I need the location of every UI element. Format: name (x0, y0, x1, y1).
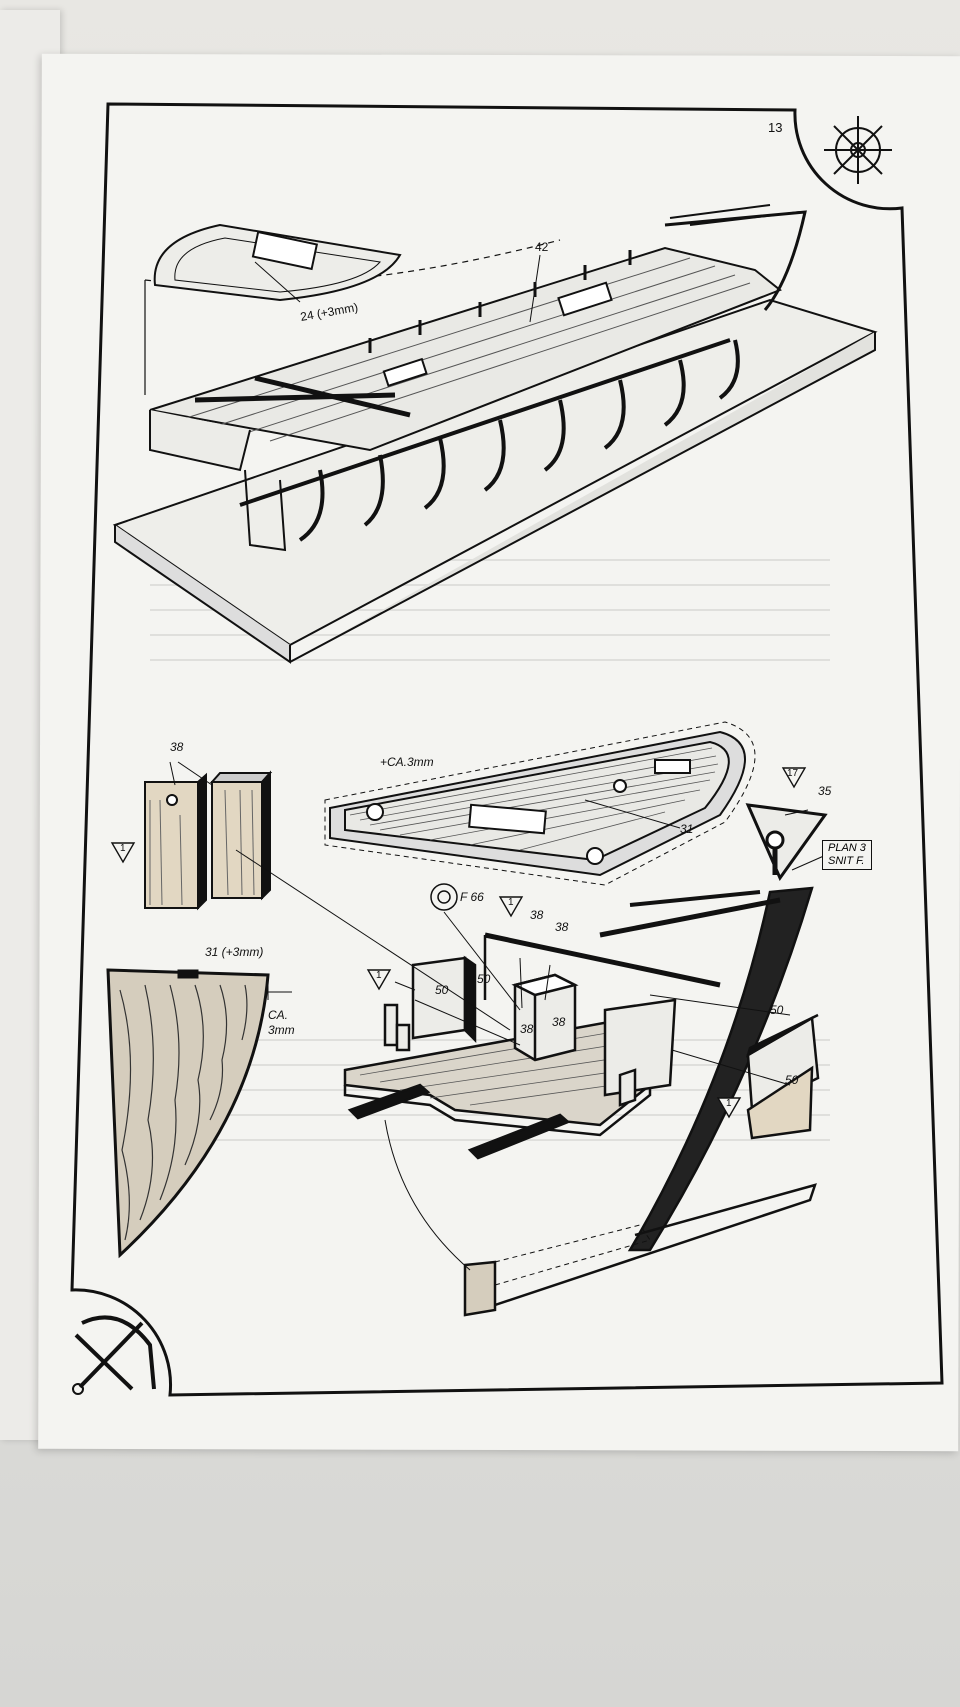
label-50-c: 50 (770, 1003, 784, 1017)
label-35: 35 (818, 784, 832, 798)
assembly-leaders (235, 849, 791, 1271)
label-ca: CA. (268, 1008, 289, 1022)
marker-1-a: 1 (120, 843, 126, 854)
triangle-markers (110, 767, 807, 1119)
plan-reference-box: PLAN 3 SNIT F. (822, 840, 872, 870)
ship-wheel-icon (824, 116, 892, 184)
plan-reference-line1: PLAN 3 (828, 842, 866, 854)
label-38-pair: 38 (170, 740, 184, 754)
label-3mm: 3mm (268, 1023, 295, 1037)
part-35 (745, 803, 828, 882)
label-50-a: 50 (435, 983, 449, 997)
label-ca-3mm-top: +CA.3mm (380, 755, 434, 769)
callout-42: 42 (535, 240, 549, 254)
label-31: 31 (680, 822, 694, 836)
part-f66-ring (430, 883, 458, 911)
part-31-deck (324, 721, 756, 886)
anchor-icon (72, 1315, 156, 1395)
label-38-c: 38 (520, 1022, 534, 1036)
label-38-d: 38 (552, 1015, 566, 1029)
label-50-b: 50 (477, 972, 491, 986)
marker-1-b: 1 (376, 970, 382, 981)
plan-reference-line2: SNIT F. (828, 855, 865, 867)
label-38-a: 38 (530, 908, 544, 922)
transom-section (106, 968, 292, 1259)
part-38-pieces (144, 761, 273, 911)
label-50-d: 50 (785, 1073, 799, 1087)
marker-1-c: 1 (508, 897, 514, 908)
label-f66: F 66 (460, 890, 484, 904)
marker-1-d: 1 (726, 1098, 732, 1109)
label-38-b: 38 (555, 920, 569, 934)
stern-assembly (343, 886, 820, 1317)
marker-17: 17 (787, 768, 799, 779)
label-31-plus3: 31 (+3mm) (205, 945, 264, 959)
top-hull-illustration (112, 204, 878, 664)
page-border (70, 102, 944, 1397)
page-number: 13 (768, 120, 783, 135)
